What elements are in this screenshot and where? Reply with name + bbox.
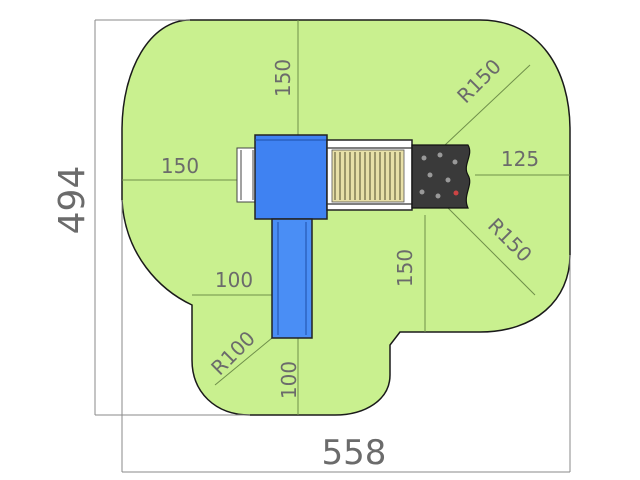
tower-platform [254, 134, 328, 220]
clearance-left-label: 150 [161, 154, 199, 178]
overall-height-label: 494 [52, 166, 93, 235]
clearance-right-label: 125 [501, 147, 539, 171]
overall-height-dimension [94, 19, 250, 416]
clearance-top-label: 150 [271, 59, 295, 97]
overall-width-label: 558 [322, 433, 387, 473]
slide [271, 218, 313, 339]
clearance-slide-bottom-label: 100 [277, 361, 301, 399]
clearance-right-lower-label: 150 [393, 249, 417, 287]
overall-width-dimension [121, 200, 571, 473]
safety-zone [121, 19, 571, 416]
entry-ladder [236, 147, 258, 203]
play-structure [236, 134, 471, 339]
climbing-wall [411, 144, 471, 209]
bridge [326, 139, 413, 211]
clearance-guide-lines [122, 20, 570, 415]
clearance-slide-side-label: 100 [215, 268, 253, 292]
